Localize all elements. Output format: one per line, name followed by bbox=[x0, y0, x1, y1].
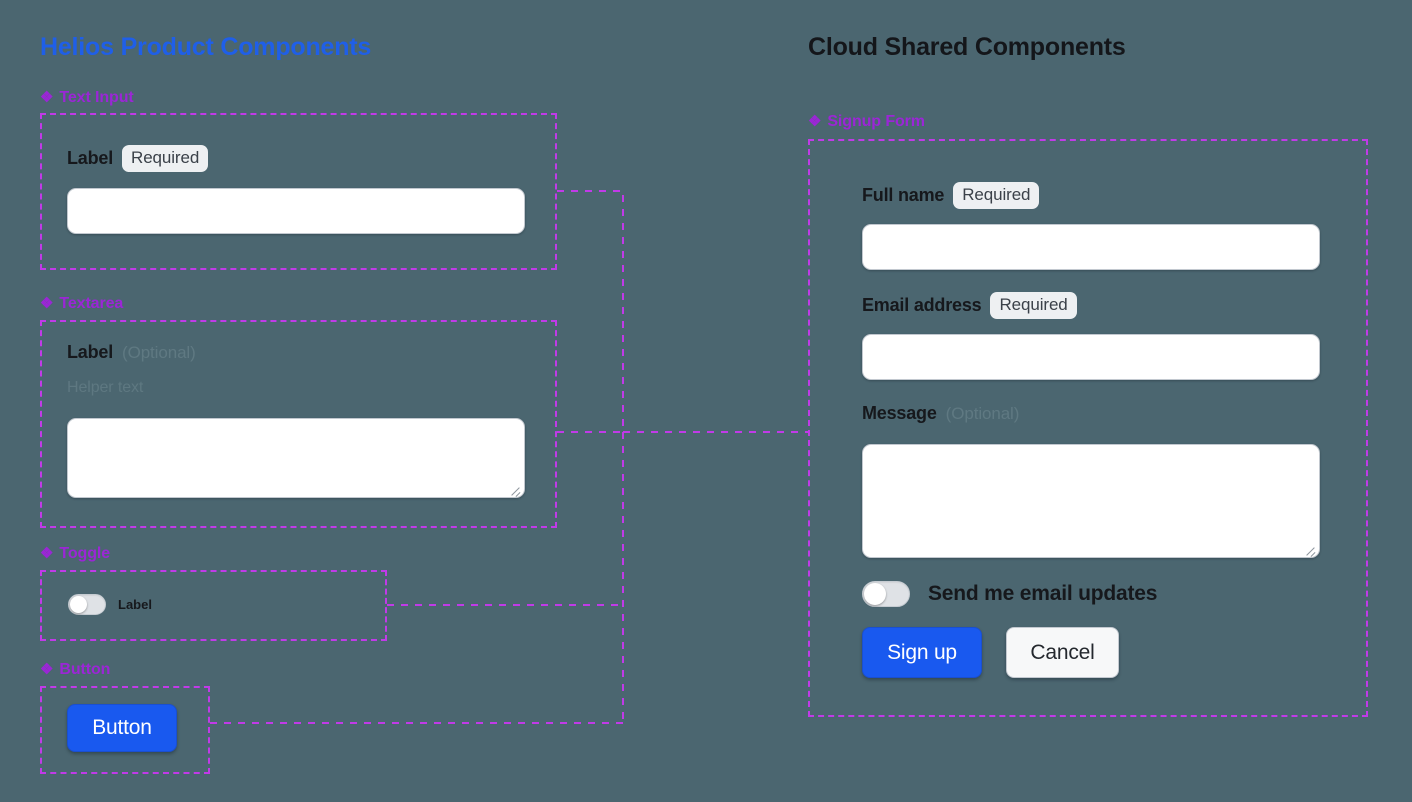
toggle-knob bbox=[70, 596, 87, 613]
section-label-toggle: ❖ Toggle bbox=[40, 545, 110, 563]
subscribe-toggle-row[interactable]: Send me email updates bbox=[862, 581, 1157, 607]
text-input-label-row: Label Required bbox=[67, 145, 209, 172]
full-name-input[interactable] bbox=[862, 224, 1320, 270]
section-label-text: Toggle bbox=[59, 545, 111, 562]
connector-text-input bbox=[557, 190, 624, 432]
textarea-label: Label bbox=[67, 342, 114, 362]
text-input-field[interactable] bbox=[67, 188, 525, 234]
email-input[interactable] bbox=[862, 334, 1320, 380]
diamond-cluster-icon: ❖ bbox=[40, 544, 54, 562]
message-label-row: Message (Optional) bbox=[862, 403, 1019, 424]
section-label-textarea: ❖ Textarea bbox=[40, 295, 123, 313]
section-label-text: Textarea bbox=[59, 295, 124, 312]
message-optional-text: (Optional) bbox=[945, 403, 1020, 423]
component-frame-toggle bbox=[40, 570, 387, 641]
diamond-cluster-icon: ❖ bbox=[808, 112, 822, 130]
toggle-switch[interactable] bbox=[68, 594, 106, 615]
demo-button[interactable]: Button bbox=[67, 704, 177, 752]
full-name-required-badge: Required bbox=[953, 182, 1040, 209]
section-label-signup-form: ❖ Signup Form bbox=[808, 113, 925, 131]
subscribe-toggle-label: Send me email updates bbox=[928, 582, 1158, 605]
message-textarea[interactable] bbox=[862, 444, 1320, 558]
email-required-badge: Required bbox=[990, 292, 1077, 319]
diamond-cluster-icon: ❖ bbox=[40, 660, 54, 678]
message-label: Message bbox=[862, 403, 937, 423]
section-label-text-input: ❖ Text Input bbox=[40, 89, 134, 107]
text-input-label: Label bbox=[67, 148, 114, 168]
cancel-button[interactable]: Cancel bbox=[1006, 627, 1119, 678]
textarea-optional-text: (Optional) bbox=[122, 342, 196, 362]
message-wrapper bbox=[862, 444, 1320, 558]
component-frame-textarea bbox=[40, 320, 557, 528]
subscribe-toggle-switch[interactable] bbox=[862, 581, 910, 607]
component-frame-signup-form bbox=[808, 139, 1368, 717]
email-label: Email address bbox=[862, 295, 982, 315]
section-label-text: Button bbox=[59, 661, 111, 678]
right-panel-title: Cloud Shared Components bbox=[808, 33, 1126, 61]
sign-up-button[interactable]: Sign up bbox=[862, 627, 982, 678]
full-name-label-row: Full name Required bbox=[862, 182, 1040, 209]
email-label-row: Email address Required bbox=[862, 292, 1077, 319]
toggle-row[interactable]: Label bbox=[68, 594, 152, 615]
section-label-button: ❖ Button bbox=[40, 661, 110, 679]
textarea-field[interactable] bbox=[67, 418, 525, 498]
left-panel-title: Helios Product Components bbox=[40, 33, 372, 61]
component-frame-button bbox=[40, 686, 210, 774]
textarea-label-row: Label (Optional) bbox=[67, 342, 196, 363]
full-name-label: Full name bbox=[862, 185, 945, 205]
diamond-cluster-icon: ❖ bbox=[40, 88, 54, 106]
textarea-wrapper bbox=[67, 418, 525, 498]
subscribe-toggle-knob bbox=[864, 583, 886, 605]
component-frame-text-input bbox=[40, 113, 557, 270]
toggle-label: Label bbox=[118, 597, 152, 612]
diamond-cluster-icon: ❖ bbox=[40, 294, 54, 312]
text-input-required-badge: Required bbox=[122, 145, 209, 172]
section-label-text: Signup Form bbox=[827, 113, 925, 130]
section-label-text: Text Input bbox=[59, 89, 134, 106]
textarea-helper-text: Helper text bbox=[67, 379, 144, 396]
